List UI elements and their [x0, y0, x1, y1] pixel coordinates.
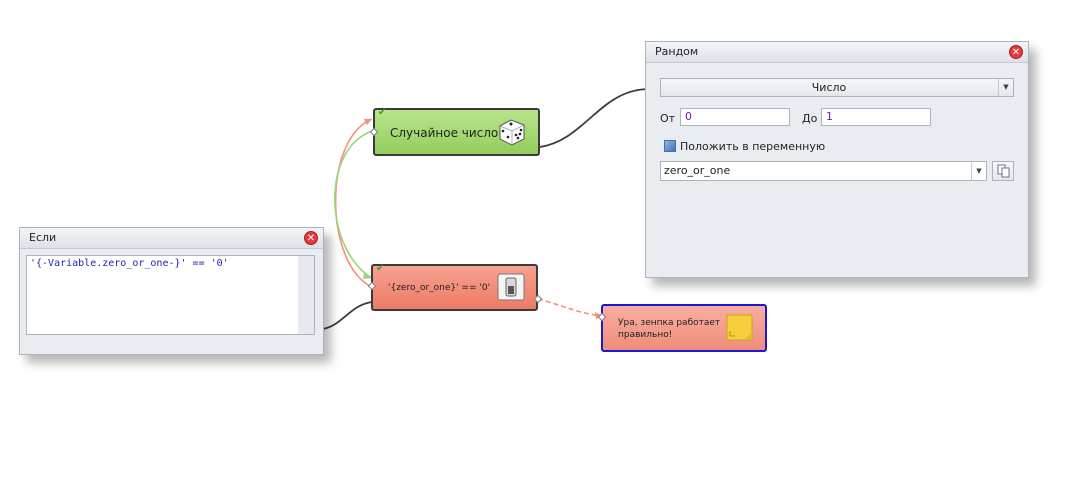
dice-icon: [499, 119, 525, 146]
variable-value: zero_or_one: [664, 164, 731, 177]
to-label: До: [802, 112, 818, 125]
panel-title: Рандом: [646, 42, 1028, 63]
to-input[interactable]: 1: [821, 108, 931, 126]
if-settings-panel: Если ✕ '{-Variable.zero_or_one-}' == '0': [19, 227, 324, 355]
sticky-note-icon: [726, 314, 753, 341]
store-variable-label: Положить в переменную: [680, 140, 826, 153]
close-icon[interactable]: ✕: [304, 231, 318, 245]
from-input[interactable]: 0: [680, 108, 790, 126]
link-random-panel: [539, 88, 649, 148]
switch-icon: [497, 273, 525, 301]
store-variable-checkbox[interactable]: [664, 140, 676, 152]
close-icon[interactable]: ✕: [1009, 45, 1023, 59]
variable-combobox[interactable]: zero_or_one ▼: [660, 161, 987, 181]
copy-icon: [997, 164, 1010, 178]
link-if-panel: [322, 301, 373, 330]
random-number-node[interactable]: ✔ Случайное число: [369, 107, 540, 156]
failure-wire-note: [537, 298, 604, 317]
copy-button[interactable]: [992, 161, 1014, 181]
expression-text: '{-Variable.zero_or_one-}' == '0': [30, 258, 229, 269]
panel-title: Если: [20, 228, 323, 249]
chevron-down-icon[interactable]: ▼: [971, 162, 986, 180]
node-label: Случайное число: [390, 126, 499, 140]
chevron-down-icon: ▼: [998, 79, 1013, 96]
if-condition-node[interactable]: ✔ '{zero_or_one}' == '0': [367, 263, 543, 311]
check-icon: ✔: [376, 263, 385, 274]
random-settings-panel: Рандом ✕ Число ▼ От 0 До 1 Положить в пе…: [645, 41, 1029, 278]
from-label: От: [660, 112, 676, 125]
note-node[interactable]: Ура, зенпка работает правильно!: [597, 304, 767, 352]
arrowhead: [363, 272, 372, 279]
node-label: '{zero_or_one}' == '0': [388, 283, 491, 293]
note-line-1: Ура, зенпка работает: [618, 318, 721, 328]
mode-select[interactable]: Число ▼: [660, 78, 1014, 97]
success-wire: [334, 130, 373, 279]
check-icon: ✔: [378, 107, 387, 118]
expression-editor[interactable]: '{-Variable.zero_or_one-}' == '0': [26, 255, 315, 335]
scrollbar[interactable]: [298, 256, 314, 334]
mode-select-value: Число: [811, 81, 847, 94]
note-line-2: правильно!: [618, 330, 673, 340]
arrowhead: [364, 119, 372, 125]
